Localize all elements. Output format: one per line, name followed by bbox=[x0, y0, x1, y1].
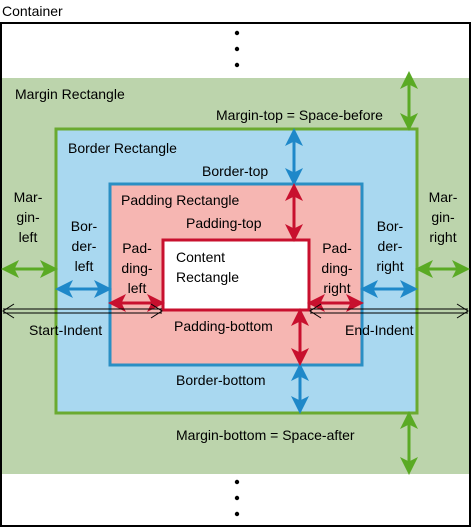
border-left-label-line-3: left bbox=[74, 258, 94, 274]
border-arrows bbox=[55, 128, 418, 414]
content-rectangle bbox=[161, 238, 311, 312]
margin-rectangle-label: Margin Rectangle bbox=[15, 86, 125, 102]
content-label-line-2: Rectangle bbox=[176, 269, 240, 285]
margin-top-label: Margin-top = Space-before bbox=[216, 107, 383, 123]
padding-left-label-line-1: Pad- bbox=[122, 240, 152, 256]
border-top-label: Border-top bbox=[202, 163, 269, 179]
margin-right-label-line-3: right bbox=[429, 229, 457, 245]
border-rectangle-label: Border Rectangle bbox=[68, 140, 177, 156]
padding-right-label-line-3: right bbox=[323, 280, 351, 296]
margin-right-label-line-2: gin- bbox=[431, 209, 455, 225]
margin-left-label-line-1: Mar- bbox=[13, 189, 43, 205]
padding-bottom-label: Padding-bottom bbox=[174, 318, 273, 334]
start-indent-label: Start-Indent bbox=[29, 322, 103, 338]
padding-right-label-line-2: ding- bbox=[321, 260, 353, 276]
margin-left-label-line-3: left bbox=[18, 229, 38, 245]
padding-arrows bbox=[108, 183, 364, 366]
margin-left-label: Mar- gin- left bbox=[0, 187, 56, 247]
padding-top-label: Padding-top bbox=[186, 215, 262, 231]
padding-right-label-line-1: Pad- bbox=[322, 240, 352, 256]
continuation-dots-bottom bbox=[234, 479, 240, 517]
start-indent-left-head bbox=[2, 303, 15, 319]
border-left-label: Bor- der- left bbox=[58, 216, 110, 276]
indent-arrows bbox=[2, 303, 469, 319]
border-right-label: Bor- der- right bbox=[364, 216, 416, 276]
content-label-line-1: Content bbox=[176, 249, 226, 265]
border-right-label-line-3: right bbox=[376, 258, 404, 274]
padding-right-label: Pad- ding- right bbox=[312, 238, 362, 298]
border-left-label-line-1: Bor- bbox=[70, 218, 98, 234]
border-left-label-line-2: der- bbox=[71, 238, 97, 254]
border-bottom-label: Border-bottom bbox=[176, 372, 266, 388]
margin-arrows bbox=[1, 71, 470, 475]
content-label: Content Rectangle bbox=[176, 247, 239, 287]
margin-right-label-line-1: Mar- bbox=[428, 189, 458, 205]
padding-rectangle-label: Padding Rectangle bbox=[121, 192, 240, 208]
container-label: Container bbox=[2, 3, 63, 19]
margin-left-label-line-2: gin- bbox=[16, 209, 40, 225]
margin-bottom-label: Margin-bottom = Space-after bbox=[176, 427, 355, 443]
end-indent-right-head bbox=[456, 303, 469, 319]
end-indent-left-head bbox=[309, 303, 322, 319]
padding-left-label-line-3: left bbox=[127, 280, 147, 296]
start-indent-right-head bbox=[150, 303, 163, 319]
end-indent-label: End-Indent bbox=[345, 322, 414, 338]
padding-left-label-line-2: ding- bbox=[121, 260, 153, 276]
padding-left-label: Pad- ding- left bbox=[113, 238, 161, 298]
border-right-label-line-1: Bor- bbox=[376, 218, 404, 234]
continuation-dots-top bbox=[234, 30, 240, 68]
border-right-label-line-2: der- bbox=[377, 238, 403, 254]
margin-right-label: Mar- gin- right bbox=[417, 187, 469, 247]
